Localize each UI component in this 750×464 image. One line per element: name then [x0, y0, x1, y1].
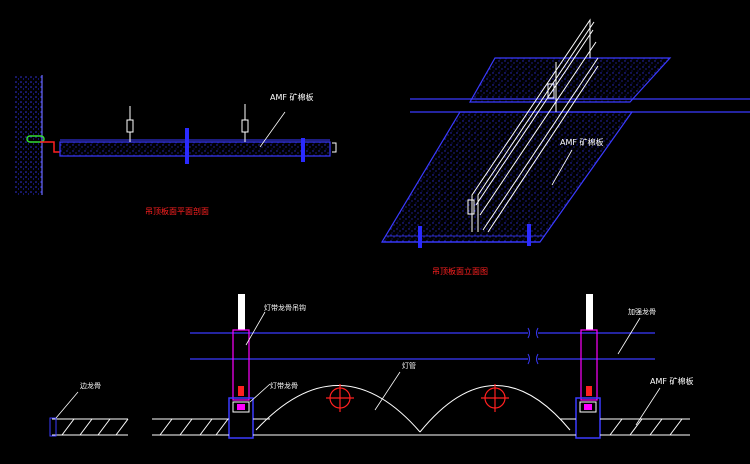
label-edge-keel: 边龙骨: [80, 381, 101, 390]
t-bar-1: [185, 128, 189, 164]
iso-divider: [467, 18, 599, 233]
t-bar-2: [301, 138, 305, 162]
board-hatch-left: [49, 417, 129, 437]
label-amf-board-3: AMF 矿棉板: [650, 376, 694, 386]
label-light-keel: 灯带龙骨吊钩: [264, 303, 306, 312]
caption-iso: 吊顶板面立面图: [432, 266, 488, 276]
lamp-center-2: [481, 384, 509, 412]
label-amf-board-1: AMF 矿棉板: [270, 92, 314, 102]
iso-board-front: [380, 111, 634, 243]
section-detail: AMF 矿棉板 吊顶板面平面剖面: [14, 75, 337, 216]
right-hanger-assembly: [575, 294, 601, 439]
isometric-view: AMF 矿棉板 吊顶板面立面图: [380, 18, 750, 276]
lamp-center-1: [326, 384, 354, 412]
bottom-detail: 边龙骨 灯带龙骨吊钩 灯带龙骨 灯管 加强龙骨 AMF 矿棉板: [49, 294, 694, 439]
label-amf-board-2: AMF 矿棉板: [560, 137, 604, 147]
ceiling-board: [59, 141, 331, 157]
wall-anchor: [26, 135, 45, 143]
board-hatch-mid-right: [253, 418, 576, 436]
leader-amf-2: [551, 149, 573, 186]
hanger-1: [126, 106, 134, 142]
board-hatch-mid-left: [152, 418, 229, 436]
lamp-arc-1: [255, 385, 421, 433]
leader-amf-1: [259, 111, 286, 148]
label-reinforce-keel: 加强龙骨: [628, 307, 656, 316]
edge-angle: [40, 141, 62, 153]
caption-section: 吊顶板面平面剖面: [145, 206, 209, 216]
board-hatch-right: [600, 418, 690, 436]
label-light-channel: 灯带龙骨: [270, 381, 298, 390]
wall-hatch: [14, 75, 42, 195]
left-hanger-assembly: [228, 294, 254, 439]
label-lamp: 灯管: [402, 361, 416, 370]
hanger-2: [241, 104, 249, 142]
